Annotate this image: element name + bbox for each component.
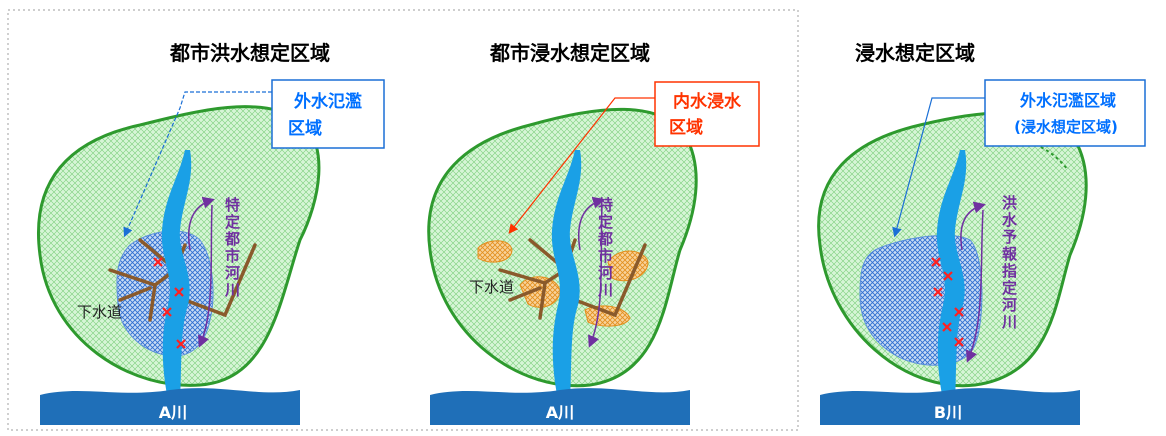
callout-box bbox=[984, 79, 1146, 147]
sea bbox=[430, 388, 690, 425]
river-extent-arrow bbox=[588, 204, 603, 348]
callout-leader bbox=[892, 97, 985, 238]
panel-urban-flood: 都市洪水想定区域 特定都市河川 下水道 bbox=[37, 41, 385, 425]
callout-line-1: 内水浸水 bbox=[673, 91, 742, 112]
sea bbox=[40, 388, 300, 425]
river-extent-arrow bbox=[960, 201, 986, 251]
sewer-network bbox=[108, 238, 257, 322]
sea-label: A川 bbox=[159, 403, 187, 422]
dotted-frame bbox=[7, 9, 799, 431]
river-extent-arrow bbox=[188, 196, 215, 251]
callout-box bbox=[654, 81, 760, 147]
callout-leader bbox=[123, 91, 272, 238]
callout-line-2: 区域 bbox=[669, 117, 703, 138]
river-label-vertical: 特定都市河川 bbox=[224, 196, 240, 299]
callout-line-1: 外水氾濫区域 bbox=[1019, 91, 1116, 110]
callout-leader bbox=[508, 97, 655, 234]
inundation-points bbox=[931, 257, 964, 347]
callout-box bbox=[271, 79, 385, 149]
panel-title: 都市浸水想定区域 bbox=[489, 41, 650, 65]
river bbox=[551, 150, 582, 400]
callout-line-2: (浸水想定区域) bbox=[1014, 118, 1118, 136]
sea bbox=[820, 388, 1080, 425]
river-extent-arrow bbox=[198, 204, 213, 348]
sea-label: B川 bbox=[934, 403, 962, 422]
inundation-points bbox=[153, 257, 186, 349]
panel-flood-assumed: 浸水想定区域 洪水予報指定河川 外水氾濫区域 (浸水想定区域) B川 bbox=[817, 41, 1146, 425]
river-extent-arrow bbox=[965, 209, 984, 363]
river-label-vertical: 特定都市河川 bbox=[597, 196, 613, 299]
river bbox=[161, 150, 192, 400]
panel-title: 浸水想定区域 bbox=[855, 41, 975, 65]
callout-line-2: 区域 bbox=[288, 118, 322, 139]
river bbox=[936, 150, 967, 400]
sewer-label: 下水道 bbox=[469, 278, 514, 296]
callout-leader-dashed bbox=[1029, 141, 1069, 171]
sea-label: A川 bbox=[546, 403, 574, 422]
river-label-vertical: 洪水予報指定河川 bbox=[1001, 194, 1018, 331]
panel-title: 都市洪水想定区域 bbox=[169, 41, 330, 65]
sewer-label: 下水道 bbox=[77, 303, 122, 321]
panel-urban-inundation: 都市浸水想定区域 特定都市河川 下水道 内水浸水 区 bbox=[427, 41, 760, 425]
callout-line-1: 外水氾濫 bbox=[294, 91, 362, 112]
river-extent-arrow bbox=[578, 196, 605, 251]
